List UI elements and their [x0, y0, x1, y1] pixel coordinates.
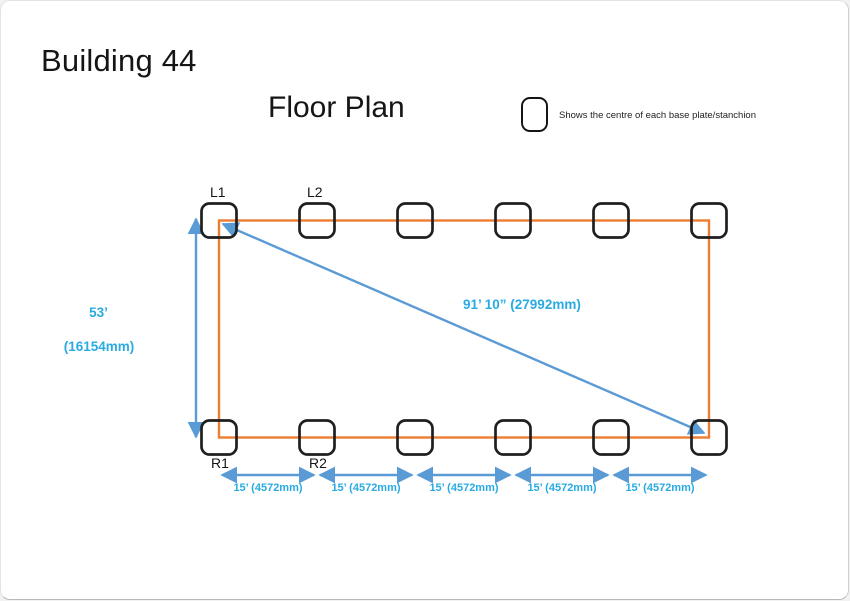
- bay-dimension-label-1: 15’ (4572mm): [233, 482, 303, 494]
- stanchion-marker-r5: [592, 419, 630, 456]
- stanchion-marker-r2: [298, 419, 336, 456]
- bay-dimension-label-3: 15’ (4572mm): [429, 482, 499, 494]
- stanchion-marker-r6: [690, 419, 728, 456]
- page-title: Building 44: [41, 43, 197, 78]
- stanchion-marker-r4: [494, 419, 532, 456]
- height-dimension-mm: (16154mm): [63, 339, 135, 354]
- diagonal-dimension-label: 91’ 10” (27992mm): [463, 297, 581, 312]
- stanchion-marker-l1: [200, 202, 238, 239]
- stanchion-marker-l3: [396, 202, 434, 239]
- bay-dimension-label-5: 15’ (4572mm): [625, 482, 695, 494]
- stanchion-marker-r1: [200, 419, 238, 456]
- base-plate-legend-icon: [521, 97, 548, 132]
- stanchion-label-l1: L1: [210, 184, 226, 200]
- building-outline: [217, 219, 711, 439]
- height-dimension-feet: 53’: [89, 305, 108, 320]
- bay-dimension-label-2: 15’ (4572mm): [331, 482, 401, 494]
- stanchion-marker-l4: [494, 202, 532, 239]
- legend-caption: Shows the centre of each base plate/stan…: [559, 110, 756, 121]
- plan-title: Floor Plan: [268, 91, 405, 124]
- stanchion-label-r1: R1: [211, 455, 229, 471]
- diagonal-dimension-arrow: [221, 222, 706, 435]
- stanchion-label-r2: R2: [309, 455, 327, 471]
- stanchion-marker-r3: [396, 419, 434, 456]
- bay-dimension-label-4: 15’ (4572mm): [527, 482, 597, 494]
- stanchion-marker-l6: [690, 202, 728, 239]
- stanchion-label-l2: L2: [307, 184, 323, 200]
- stanchion-marker-l2: [298, 202, 336, 239]
- stanchion-marker-l5: [592, 202, 630, 239]
